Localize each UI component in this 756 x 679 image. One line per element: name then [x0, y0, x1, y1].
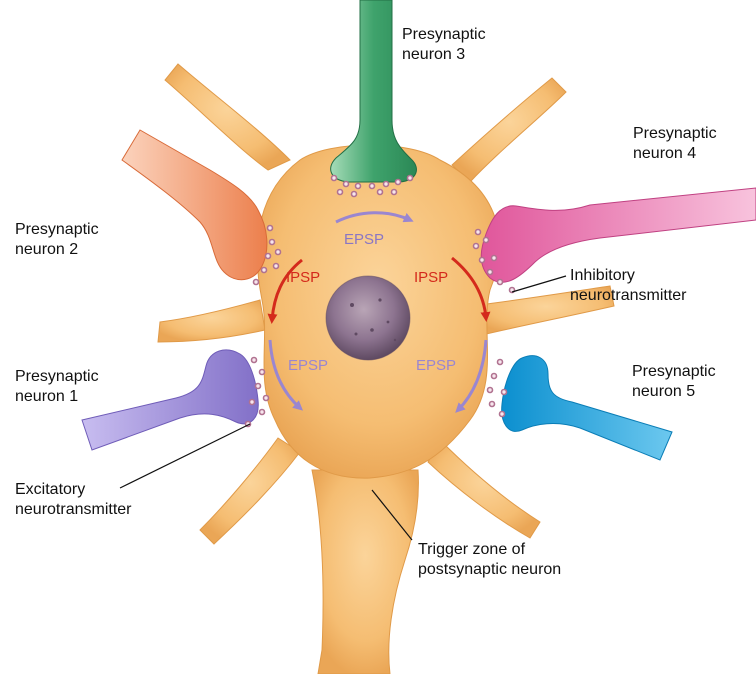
presynaptic-neuron-1	[82, 350, 258, 450]
epsp-right-label: EPSP	[416, 357, 456, 374]
label-presynaptic-neuron-5: Presynaptic neuron 5	[632, 362, 716, 402]
label-text: Inhibitory	[570, 266, 687, 286]
label-text: neuron 3	[402, 45, 486, 65]
epsp-top-label: EPSP	[344, 231, 384, 248]
label-text: neuron 2	[15, 240, 99, 260]
label-text: Trigger zone of	[418, 540, 561, 560]
label-text: neurotransmitter	[15, 500, 132, 520]
ipsp-right-label: IPSP	[414, 269, 448, 286]
label-presynaptic-neuron-2: Presynaptic neuron 2	[15, 220, 99, 260]
dendrite-left	[158, 300, 265, 342]
leader-inhibitory	[512, 276, 566, 292]
label-trigger-zone: Trigger zone of postsynaptic neuron	[418, 540, 561, 580]
leader-excitatory	[120, 424, 250, 488]
label-text: Presynaptic	[632, 362, 716, 382]
label-presynaptic-neuron-3: Presynaptic neuron 3	[402, 25, 486, 65]
epsp-left-label: EPSP	[288, 357, 328, 374]
label-text: neuron 1	[15, 387, 99, 407]
dendrite-lower-right	[428, 440, 540, 538]
dendrite-top-left	[165, 64, 290, 170]
label-text: Presynaptic	[15, 220, 99, 240]
label-text: neuron 4	[633, 144, 717, 164]
label-text: Presynaptic	[15, 367, 99, 387]
label-text: neuron 5	[632, 382, 716, 402]
label-inhibitory-neurotransmitter: Inhibitory neurotransmitter	[570, 266, 687, 306]
label-text: Presynaptic	[633, 124, 717, 144]
label-text: neurotransmitter	[570, 286, 687, 306]
presynaptic-neuron-2	[122, 130, 267, 280]
ipsp-left-label: IPSP	[286, 269, 320, 286]
label-presynaptic-neuron-4: Presynaptic neuron 4	[633, 124, 717, 164]
label-excitatory-neurotransmitter: Excitatory neurotransmitter	[15, 480, 132, 520]
dendrite-top-right	[452, 78, 566, 182]
axon	[312, 470, 418, 674]
label-text: Presynaptic	[402, 25, 486, 45]
label-text: postsynaptic neuron	[418, 560, 561, 580]
label-presynaptic-neuron-1: Presynaptic neuron 1	[15, 367, 99, 407]
label-text: Excitatory	[15, 480, 132, 500]
dendrite-lower-left	[200, 438, 300, 544]
